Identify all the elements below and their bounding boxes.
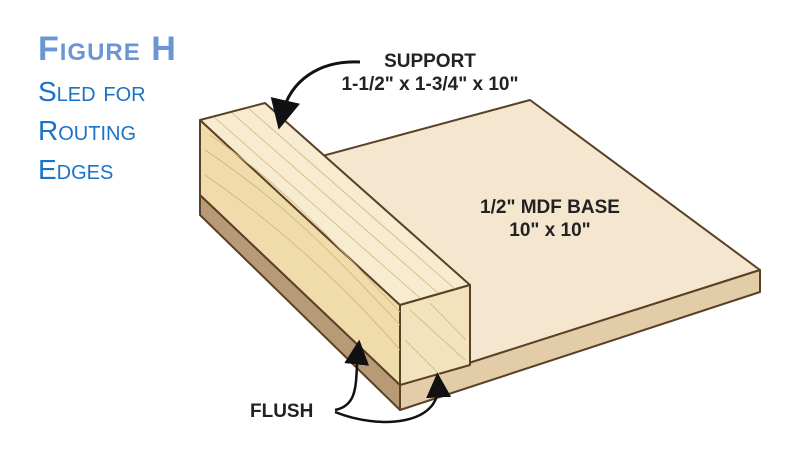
support-end-face: [399, 284, 471, 386]
support-label: SUPPORT 1-1/2" x 1-3/4" x 10": [300, 50, 560, 96]
wood-grain: [204, 107, 467, 376]
base-label: 1/2" MDF BASE 10" x 10": [450, 196, 650, 242]
figure-subtitle-line-3: Edges: [38, 154, 114, 185]
flush-arrow-2: [334, 372, 452, 424]
support-name: SUPPORT: [384, 51, 476, 72]
flush-arrow-1: [334, 339, 370, 412]
figure-subtitle-line-1: Sled for: [38, 76, 146, 107]
flush-label: FLUSH: [250, 401, 314, 422]
support-dims: 1-1/2" x 1-3/4" x 10": [341, 74, 519, 95]
base-dims: 10" x 10": [509, 220, 591, 241]
support-arrow: [270, 60, 361, 130]
figure-title: Figure H: [38, 30, 177, 68]
figure-subtitle-line-2: Routing: [38, 115, 136, 146]
base-name: 1/2" MDF BASE: [480, 197, 620, 218]
